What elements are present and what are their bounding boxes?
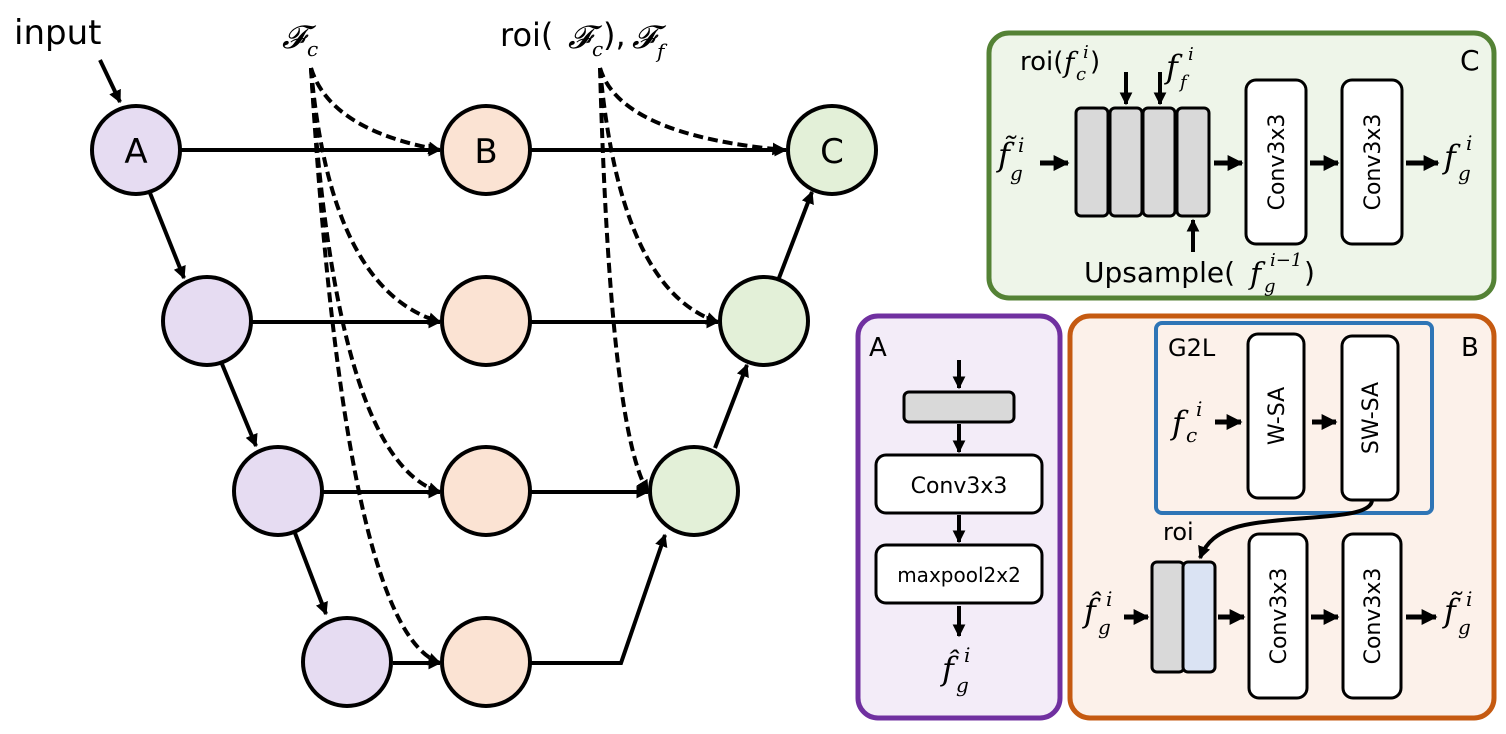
edge-c2-c1 [777,190,814,279]
svg-text:roi(: roi( [1020,47,1063,77]
node-c3[interactable] [648,445,740,537]
fc-label: 𝓕 c [282,18,318,61]
panel-b-conv2[interactable] [1341,532,1403,700]
concat-block-1 [1074,106,1110,218]
svg-text:i: i [1196,397,1202,421]
input-arrow [98,59,122,104]
svg-text:g: g [956,673,969,697]
panel-c-concat-blocks [1074,106,1211,218]
encoder-edges [148,192,328,616]
panel-c-conv2[interactable] [1340,78,1404,246]
svg-text:i: i [1466,131,1472,155]
nodes [90,104,878,708]
g2l-title: G2L [1168,334,1216,362]
node-b2[interactable] [440,275,532,367]
panel-b-feature-block [1150,560,1186,674]
dash-roi-c1 [598,67,786,156]
svg-text:i: i [964,643,970,667]
svg-text:roi(: roi( [500,16,553,54]
panel-a-input-block [902,390,1016,424]
node-c1[interactable] [786,104,878,196]
svg-text:i: i [1106,587,1112,611]
svg-text:i: i [1466,587,1472,611]
svg-text:g: g [1458,161,1471,185]
edge-a2-a3 [220,363,258,448]
panel-c: C roi( f c i ) f f i f̃ g i [986,30,1497,301]
roi-label: roi [1163,518,1194,546]
swsa-label: SW-SA [1359,382,1384,454]
roi-dashed-edges [598,67,786,494]
svg-text:c: c [1076,64,1086,85]
panel-c-conv1-label: Conv3x3 [1265,114,1290,211]
panel-c-conv2-label: Conv3x3 [1361,114,1386,211]
panel-c-title: C [1460,44,1480,77]
dash-roi-c3 [598,67,650,494]
panel-b-conv2-label: Conv3x3 [1361,568,1386,665]
dash-roi-c2 [598,67,720,325]
node-b-label: B [474,132,497,172]
node-b3[interactable] [440,445,532,537]
fc-dashed-edges [309,67,442,666]
g2l-frame [1154,321,1434,515]
svg-text:i: i [1083,42,1089,63]
node-a2[interactable] [161,275,253,367]
dash-fc-b2 [309,67,442,325]
svg-text:): ) [1304,256,1315,289]
panel-c-roi-label: roi( f c i ) [1020,42,1100,85]
panel-b-conv1[interactable] [1247,532,1309,700]
node-a-label: A [124,132,147,172]
svg-text:g: g [1010,161,1023,185]
node-c2[interactable] [718,275,810,367]
dash-fc-b1 [309,67,442,155]
roi-ff-label: roi( 𝓕 c ), 𝓕 f [500,16,668,63]
svg-text:i: i [1018,133,1024,157]
dash-fc-b4 [309,67,442,666]
panel-a-title: A [869,333,887,363]
wsa-label: W-SA [1265,387,1290,445]
unet-graph: input 𝓕 c roi( 𝓕 c ), 𝓕 f [14,13,878,708]
svg-text:c: c [592,37,603,61]
panel-b: B G2L f c i W-SA SW-SA roi f̂ g i Conv3x… [1067,313,1497,721]
panel-a-pool-label: maxpool2x2 [897,563,1021,587]
svg-text:c: c [307,37,318,61]
edge-a1-a2 [148,192,186,280]
panel-a: A Conv3x3 maxpool2x2 f̂ g i [855,313,1063,721]
svg-text:g: g [1458,615,1471,639]
svg-text:g: g [1264,276,1276,297]
concat-block-2 [1108,106,1144,218]
svg-text:i−1: i−1 [1270,250,1302,271]
edge-b4-c3 [530,533,668,665]
svg-text:g: g [1098,615,1111,639]
panel-a-conv-label: Conv3x3 [911,474,1008,499]
svg-text:),: ), [603,16,626,54]
node-b1[interactable] [440,104,532,196]
edge-a3-a4 [293,532,328,616]
node-a1[interactable] [90,104,182,196]
panel-a-pool[interactable] [874,543,1044,605]
panel-b-roi-block [1181,560,1217,674]
panel-c-conv1[interactable] [1244,78,1308,246]
panel-b-title: B [1461,333,1479,363]
node-a4[interactable] [301,616,393,708]
svg-text:Upsample(: Upsample( [1084,256,1235,289]
svg-text:f: f [655,39,668,63]
panel-a-conv[interactable] [874,453,1044,515]
concat-block-3 [1141,106,1177,218]
wsa-block[interactable] [1246,332,1306,500]
panel-b-conv1-label: Conv3x3 [1267,568,1292,665]
dash-fc-b3 [309,67,442,495]
node-c-label: C [820,132,844,172]
edge-c3-c2 [713,363,749,449]
node-b4[interactable] [440,616,532,708]
svg-text:i: i [1188,44,1194,65]
concat-block-4 [1175,106,1211,218]
svg-text:c: c [1186,423,1197,447]
skip-edges [181,143,814,670]
svg-text:): ) [1090,47,1100,77]
node-a3[interactable] [232,445,324,537]
roi-curve-arrow [1198,499,1374,560]
input-label: input [14,13,101,53]
